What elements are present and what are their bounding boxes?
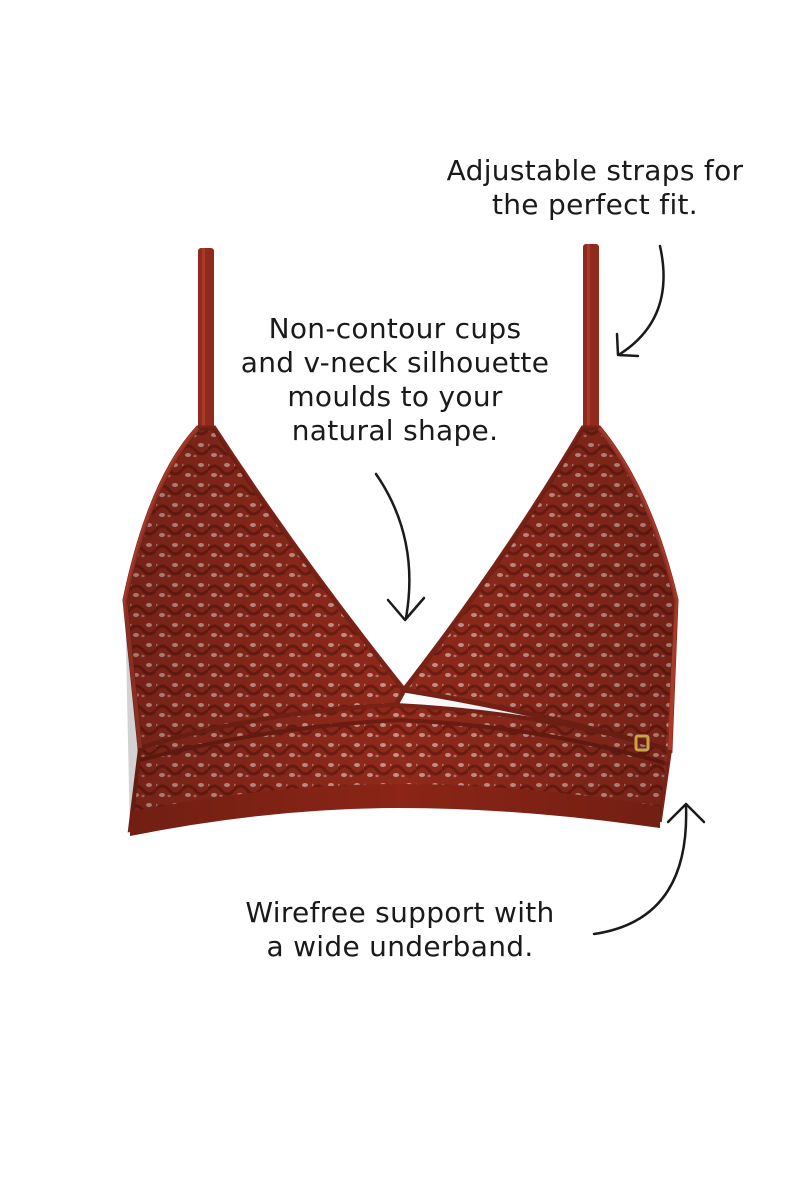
arrow-cups-icon — [374, 472, 426, 622]
arrow-straps-icon — [615, 244, 665, 358]
arrow-wirefree-icon — [592, 802, 706, 936]
gold-ring-icon — [634, 734, 650, 752]
cups-caption-line: Non-contour cups — [268, 312, 522, 345]
cups-caption-line: and v-neck silhouette — [240, 346, 550, 379]
cups-caption-line: natural shape. — [291, 414, 499, 447]
cups-caption: Non-contour cups and v-neck silhouette m… — [215, 312, 575, 448]
straps-caption: Adjustable straps for the perfect fit. — [400, 154, 790, 222]
wirefree-caption-line: a wide underband. — [266, 930, 534, 963]
wirefree-caption-line: Wirefree support with — [245, 896, 555, 929]
straps-caption-line: Adjustable straps for — [446, 154, 744, 187]
cups-caption-line: moulds to your — [287, 380, 503, 413]
wirefree-caption: Wirefree support with a wide underband. — [200, 896, 600, 964]
straps-caption-line: the perfect fit. — [491, 188, 699, 221]
